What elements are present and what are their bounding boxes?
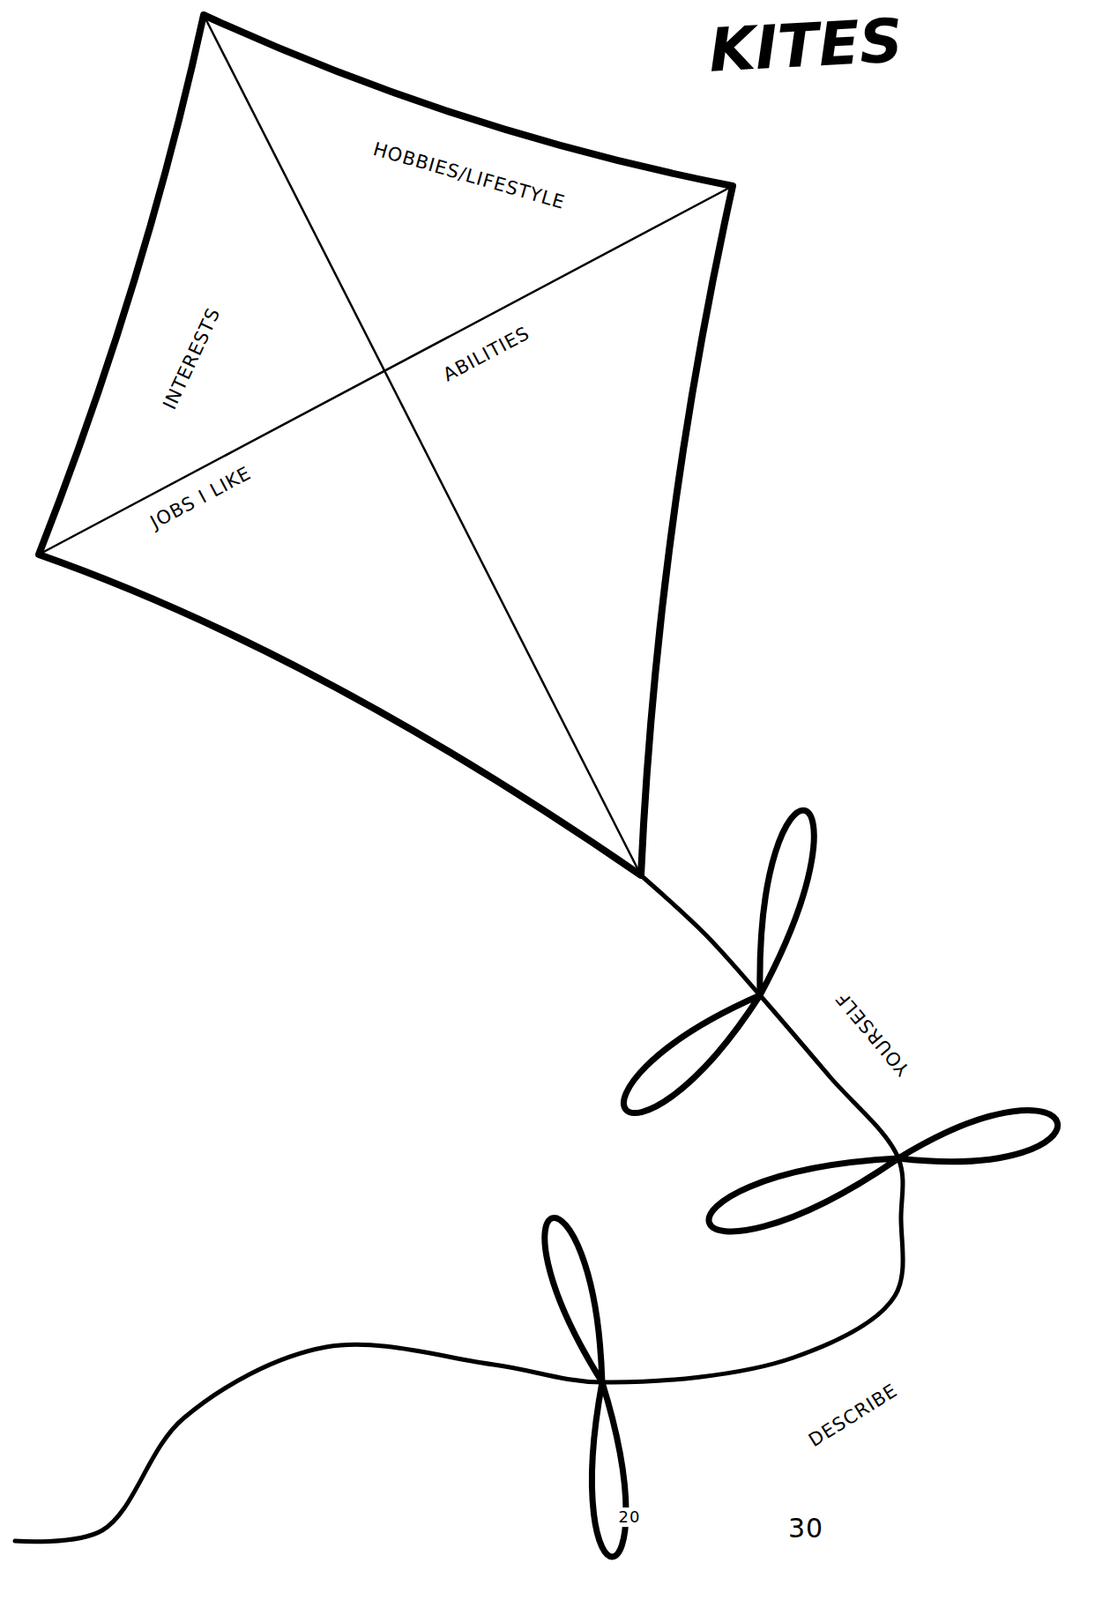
tail-bow <box>591 1382 626 1557</box>
tail-bow <box>544 1217 603 1383</box>
kite-spar <box>203 14 641 876</box>
tail-bow <box>708 1158 899 1232</box>
tail-bow <box>898 1110 1058 1163</box>
page-number: 20 <box>616 1507 644 1528</box>
tail-bow <box>759 810 814 996</box>
title: KITES <box>707 10 904 81</box>
section-label: INTERESTS <box>157 302 227 417</box>
kite-spar <box>38 186 733 555</box>
section-label: HOBBIES/LIFESTYLE <box>367 137 570 216</box>
section-label: DESCRIBE <box>803 1378 905 1454</box>
section-label: ABILITIES <box>437 320 537 388</box>
kite-outline <box>38 14 733 876</box>
section-label: YOURSELF <box>829 984 917 1082</box>
tail-bow <box>623 995 760 1113</box>
section-label: JOBS I LIKE <box>144 461 258 536</box>
page-number: 30 <box>785 1512 827 1544</box>
